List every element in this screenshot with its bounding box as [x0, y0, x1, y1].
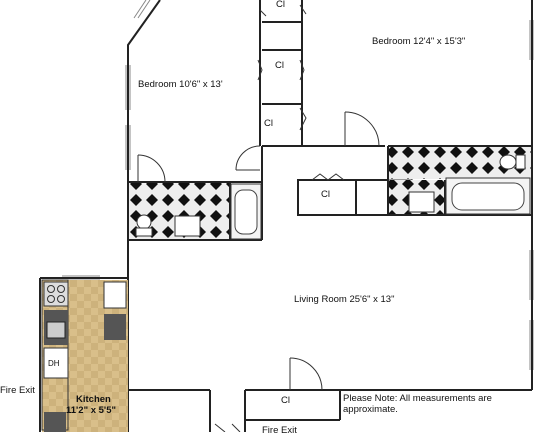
closet-mid-label: Cl [275, 60, 284, 71]
closet-hall-label: Cl [321, 189, 330, 200]
fire-exit-left-label: Fire Exit [0, 385, 35, 396]
right-bathroom [389, 147, 531, 215]
sink-icon [408, 191, 435, 213]
sink-icon [46, 321, 66, 339]
toilet-icon [499, 154, 517, 170]
bedroom-right-label: Bedroom 12'4" x 15'3" [372, 36, 466, 47]
toilet-icon [136, 214, 152, 230]
walls [39, 0, 533, 432]
dishwasher-label: DH [48, 359, 60, 368]
kitchen-size-label: 11'2" x 5'5" [66, 405, 116, 416]
measurement-note: Please Note: All measurements are approx… [343, 393, 492, 416]
stove-icon [43, 281, 69, 307]
closet-low-label: Cl [264, 118, 273, 129]
kitchen [41, 279, 128, 432]
closet-top-label: Cl [276, 0, 285, 10]
bedroom-left-label: Bedroom 10'6" x 13' [138, 79, 223, 90]
living-room-label: Living Room 25'6" x 13" [294, 294, 395, 305]
fire-exit-bottom-label: Fire Exit [262, 425, 297, 436]
sink-icon [174, 215, 201, 237]
left-bathroom [129, 183, 262, 240]
closet-bottom-label: Cl [281, 395, 290, 406]
kitchen-name-label: Kitchen [76, 394, 111, 405]
